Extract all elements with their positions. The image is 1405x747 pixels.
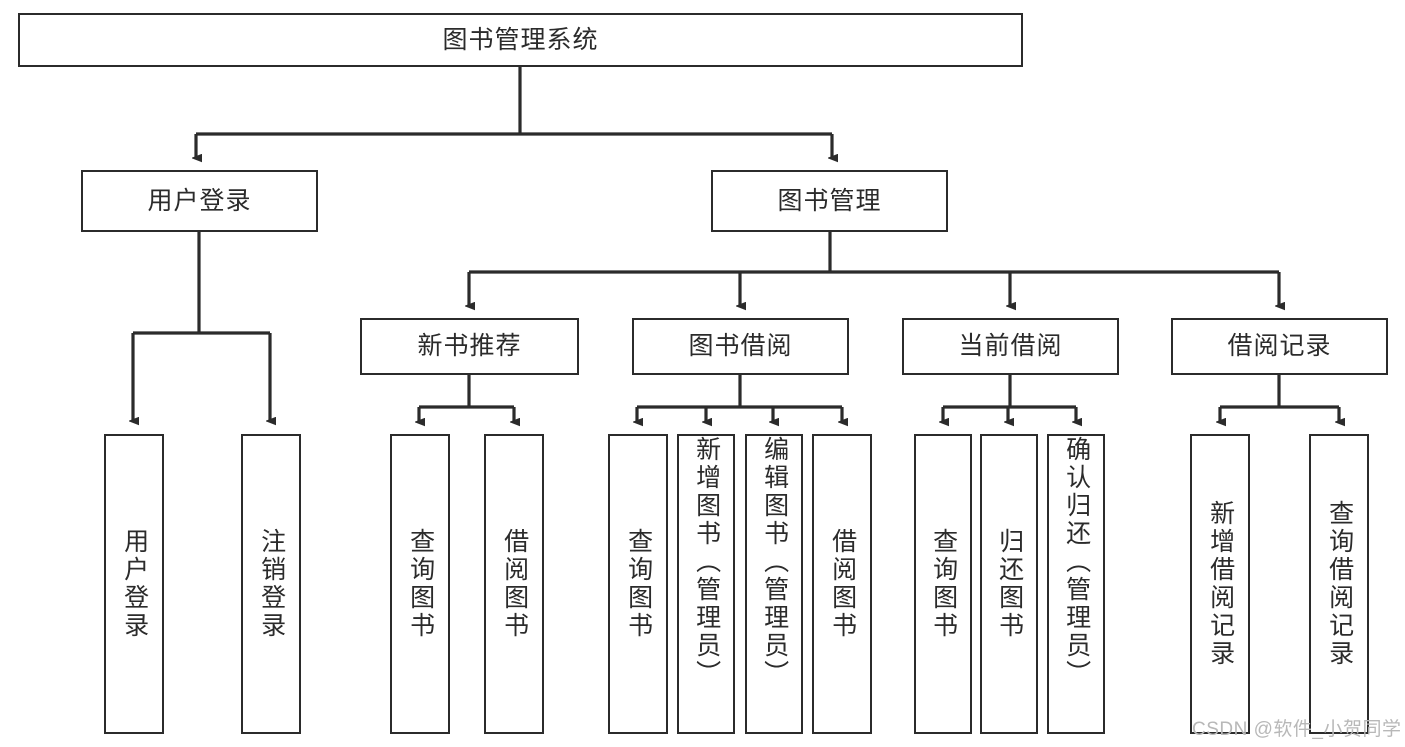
node-book-management-label: 图书管理 [777, 186, 882, 215]
leaf-current-return-book[interactable]: 归还图书 [980, 434, 1038, 734]
leaf-recommend-borrow-book[interactable]: 借阅图书 [484, 434, 544, 734]
leaf-borrow-edit-book[interactable]: 编辑图书（管理员） [745, 434, 803, 734]
leaf-current-query-book[interactable]: 查询图书 [914, 434, 972, 734]
leaf-borrow-borrow-book-label: 借阅图书 [828, 528, 857, 640]
node-user-login-label: 用户登录 [147, 186, 252, 215]
node-user-login[interactable]: 用户登录 [81, 170, 318, 232]
leaf-borrow-edit-book-label: 编辑图书（管理员） [760, 436, 789, 688]
leaf-recommend-borrow-book-label: 借阅图书 [500, 528, 529, 640]
leaf-recommend-query-book[interactable]: 查询图书 [390, 434, 450, 734]
leaf-logout-label: 注销登录 [257, 528, 286, 640]
leaf-borrow-borrow-book[interactable]: 借阅图书 [812, 434, 872, 734]
node-borrow-record[interactable]: 借阅记录 [1171, 318, 1388, 375]
leaf-user-login[interactable]: 用户登录 [104, 434, 164, 734]
node-new-book-recommend-label: 新书推荐 [417, 332, 522, 361]
leaf-current-return-book-label: 归还图书 [995, 528, 1024, 640]
leaf-logout[interactable]: 注销登录 [241, 434, 301, 734]
node-book-management[interactable]: 图书管理 [711, 170, 948, 232]
leaf-record-add-label: 新增借阅记录 [1206, 500, 1235, 668]
node-root[interactable]: 图书管理系统 [18, 13, 1023, 67]
leaf-current-confirm-return-label: 确认归还（管理员） [1062, 436, 1091, 688]
leaf-current-query-book-label: 查询图书 [929, 528, 958, 640]
leaf-recommend-query-book-label: 查询图书 [406, 528, 435, 640]
node-current-borrow-label: 当前借阅 [958, 332, 1063, 361]
leaf-borrow-query-book[interactable]: 查询图书 [608, 434, 668, 734]
node-book-borrow[interactable]: 图书借阅 [632, 318, 849, 375]
node-book-borrow-label: 图书借阅 [688, 332, 793, 361]
watermark: CSDN @软件_小贺同学 [1192, 719, 1402, 740]
leaf-borrow-add-book[interactable]: 新增图书（管理员） [677, 434, 735, 734]
leaf-current-confirm-return[interactable]: 确认归还（管理员） [1047, 434, 1105, 734]
leaf-record-add[interactable]: 新增借阅记录 [1190, 434, 1250, 734]
node-borrow-record-label: 借阅记录 [1227, 332, 1332, 361]
leaf-borrow-query-book-label: 查询图书 [624, 528, 653, 640]
leaf-record-query-label: 查询借阅记录 [1325, 500, 1354, 668]
node-current-borrow[interactable]: 当前借阅 [902, 318, 1119, 375]
node-new-book-recommend[interactable]: 新书推荐 [360, 318, 579, 375]
leaf-record-query[interactable]: 查询借阅记录 [1309, 434, 1369, 734]
node-root-label: 图书管理系统 [442, 25, 599, 54]
leaf-user-login-label: 用户登录 [120, 528, 149, 640]
leaf-borrow-add-book-label: 新增图书（管理员） [692, 436, 721, 688]
